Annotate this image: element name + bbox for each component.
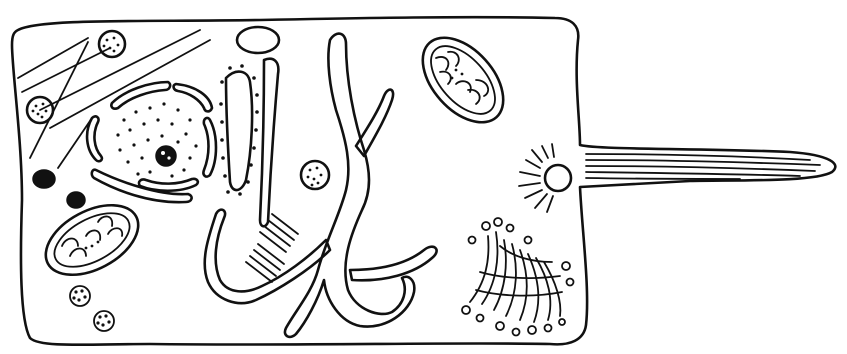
granule-1 (33, 170, 55, 188)
flagellum-microtubules (586, 154, 820, 179)
mitochondrion-upper (407, 23, 519, 137)
striated-fibers (246, 214, 298, 282)
golgi-apparatus (462, 218, 574, 336)
nuclear-envelope-segment (111, 82, 170, 109)
rough-endoplasmic-reticulum (219, 64, 259, 196)
mitochondrion-lower (34, 191, 150, 289)
speckled-body-1 (70, 286, 90, 306)
basal-body (519, 144, 571, 212)
chromatin (116, 102, 197, 177)
smooth-er-branch-right (350, 247, 437, 281)
nuclear-envelope-segment (174, 84, 212, 111)
nucleolus (156, 146, 176, 166)
vacuole (237, 27, 279, 53)
vesicle-top (99, 31, 125, 57)
granule-2 (67, 192, 85, 208)
nuclear-envelope-segment (87, 116, 102, 161)
tubule (260, 59, 278, 227)
speckled-body-2 (94, 311, 114, 331)
vesicle-center (301, 161, 329, 189)
nuclear-envelope-segment (203, 118, 216, 177)
